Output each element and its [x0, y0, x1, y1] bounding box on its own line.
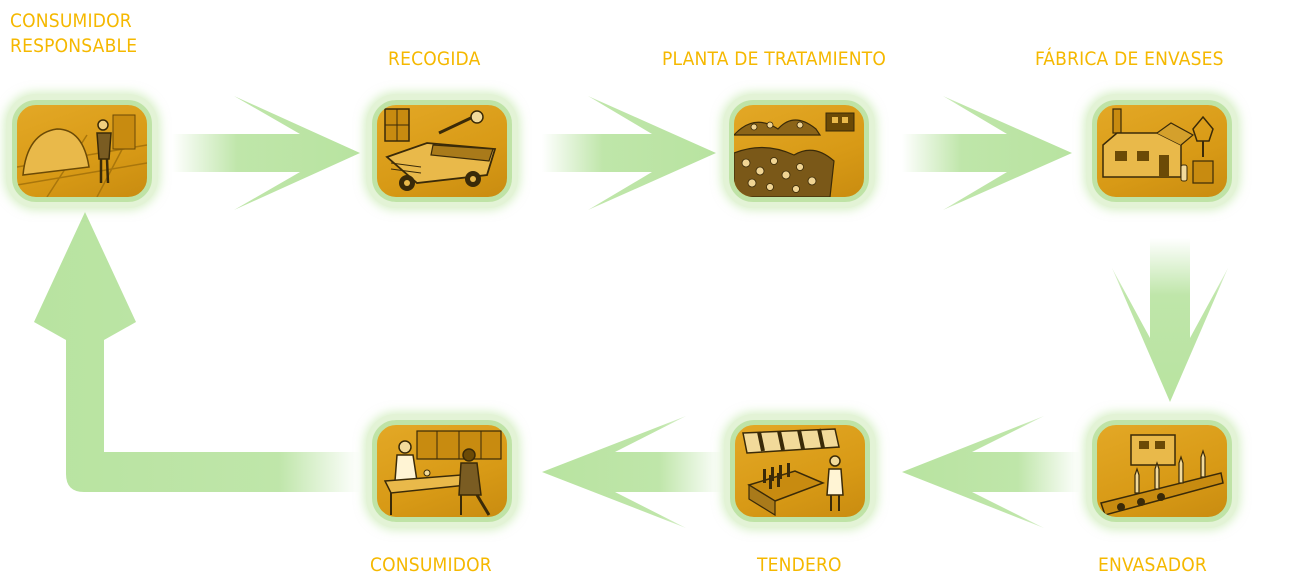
node-fabrica	[1092, 100, 1232, 202]
container-factory-icon	[1102, 108, 1214, 184]
bottling-line-icon	[1100, 434, 1224, 516]
arrow-recogida-to-planta	[542, 96, 716, 210]
node-planta	[729, 100, 869, 202]
label-recogida: RECOGIDA	[388, 48, 481, 70]
arrow-consumidor-to-consumidor-responsable	[34, 212, 360, 492]
label-envasador: ENVASADOR	[1098, 554, 1207, 576]
arrow-tendero-to-consumidor	[542, 416, 722, 528]
node-envasador	[1092, 420, 1232, 522]
label-consumidor: CONSUMIDOR	[370, 554, 492, 576]
node-recogida	[372, 100, 512, 202]
label-consumidor-responsable: CONSUMIDOR RESPONSABLE	[10, 10, 138, 57]
arrow-consumidor-responsable-to-recogida	[172, 96, 360, 210]
arrow-envasador-to-tendero	[902, 416, 1080, 528]
glass-heaps-plant-icon	[734, 112, 855, 197]
shop-keeper-icon	[742, 428, 844, 517]
node-consumidor	[372, 420, 512, 522]
arrow-planta-to-fabrica	[902, 96, 1072, 210]
label-tendero: TENDERO	[757, 554, 842, 576]
diners-at-table-icon	[383, 430, 502, 516]
node-consumidor-responsable	[12, 100, 152, 202]
label-fabrica: FÁBRICA DE ENVASES	[1035, 48, 1224, 70]
label-planta: PLANTA DE TRATAMIENTO	[662, 48, 887, 70]
node-tendero	[730, 420, 870, 522]
arrow-fabrica-to-envasador	[1112, 238, 1228, 402]
collection-truck-icon	[384, 108, 497, 191]
person-at-igloo-bin-icon	[17, 114, 147, 197]
